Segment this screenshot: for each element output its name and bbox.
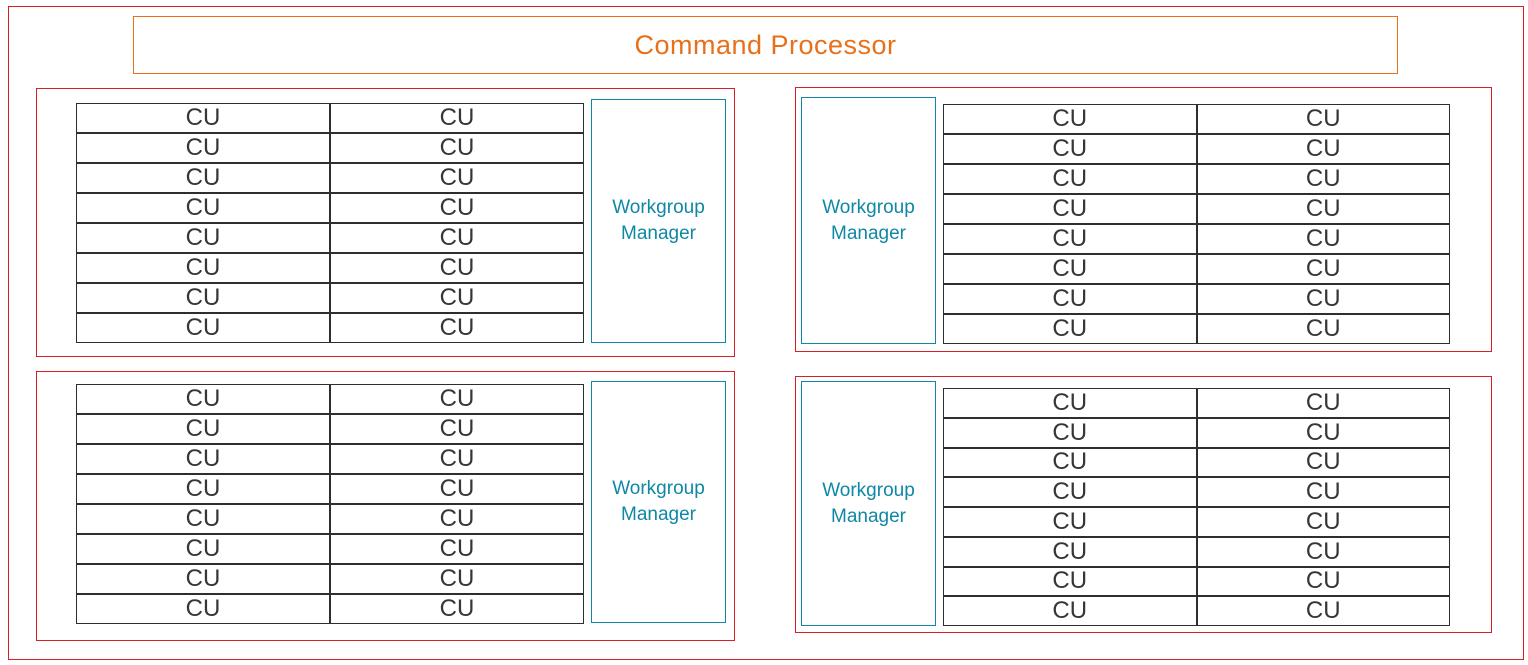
cu-cell: CU xyxy=(943,566,1197,597)
cu-cell: CU xyxy=(330,253,584,283)
cu-cell: CU xyxy=(1196,566,1450,597)
cu-cell: CU xyxy=(943,254,1197,284)
workgroup-manager-box: Workgroup Manager xyxy=(801,381,936,626)
cu-cell: CU xyxy=(76,474,330,504)
cu-cell: CU xyxy=(76,504,330,534)
workgroup-manager-box: Workgroup Manager xyxy=(801,97,936,344)
cu-cell: CU xyxy=(1196,284,1450,314)
command-processor-label: Command Processor xyxy=(634,29,897,60)
cu-cell: CU xyxy=(943,447,1197,478)
cu-cell: CU xyxy=(943,477,1197,507)
cu-cell: CU xyxy=(1196,194,1450,224)
cu-cell: CU xyxy=(943,224,1197,254)
cu-cell: CU xyxy=(943,104,1197,134)
cu-cell: CU xyxy=(1196,134,1450,164)
workgroup-manager-label: Workgroup Manager xyxy=(822,196,915,244)
cu-cell: CU xyxy=(76,313,330,343)
workgroup-manager-box: Workgroup Manager xyxy=(591,381,726,623)
cu-cell: CU xyxy=(943,388,1197,418)
cu-cell: CU xyxy=(943,536,1197,567)
cu-cell: CU xyxy=(330,133,584,163)
cu-cell: CU xyxy=(330,564,584,594)
cu-cell: CU xyxy=(330,414,584,444)
chip-outer-frame xyxy=(8,6,1524,660)
cu-cell: CU xyxy=(943,507,1197,537)
workgroup-manager-label: Workgroup Manager xyxy=(822,479,915,527)
cu-cell: CU xyxy=(76,444,330,474)
cu-cell: CU xyxy=(330,283,584,313)
cu-cell: CU xyxy=(330,223,584,253)
cu-cell: CU xyxy=(76,283,330,313)
cu-cell: CU xyxy=(1196,224,1450,254)
cu-cell: CU xyxy=(1196,314,1450,344)
workgroup-manager-label: Workgroup Manager xyxy=(612,478,705,525)
cu-cell: CU xyxy=(76,534,330,564)
cu-cell: CU xyxy=(943,417,1197,448)
cu-cell: CU xyxy=(76,193,330,223)
cu-cell: CU xyxy=(943,194,1197,224)
cu-cell: CU xyxy=(1196,536,1450,567)
cu-cell: CU xyxy=(330,594,584,624)
cu-cell: CU xyxy=(943,134,1197,164)
cu-cell: CU xyxy=(330,444,584,474)
cu-cell: CU xyxy=(330,313,584,343)
cu-cell: CU xyxy=(330,474,584,504)
cu-cell: CU xyxy=(330,384,584,414)
cu-cell: CU xyxy=(943,284,1197,314)
command-processor-box: Command Processor xyxy=(133,16,1398,74)
cu-cell: CU xyxy=(330,504,584,534)
cu-cell: CU xyxy=(330,534,584,564)
cu-cell: CU xyxy=(76,133,330,163)
cu-cell: CU xyxy=(943,164,1197,194)
cu-cell: CU xyxy=(1196,417,1450,448)
cu-cell: CU xyxy=(1196,388,1450,418)
cu-cell: CU xyxy=(76,594,330,624)
cu-cell: CU xyxy=(943,314,1197,344)
cu-cell: CU xyxy=(1196,254,1450,284)
cu-cell: CU xyxy=(76,564,330,594)
cu-cell: CU xyxy=(1196,447,1450,478)
workgroup-manager-label: Workgroup Manager xyxy=(612,197,705,244)
cu-cell: CU xyxy=(76,414,330,444)
cu-cell: CU xyxy=(330,193,584,223)
cu-cell: CU xyxy=(1196,104,1450,134)
cu-cell: CU xyxy=(76,223,330,253)
cu-cell: CU xyxy=(1196,164,1450,194)
cu-cell: CU xyxy=(1196,507,1450,537)
cu-cell: CU xyxy=(943,596,1197,626)
cu-cell: CU xyxy=(76,253,330,283)
cu-cell: CU xyxy=(330,163,584,193)
cu-cell: CU xyxy=(76,103,330,133)
cu-cell: CU xyxy=(1196,596,1450,626)
cu-cell: CU xyxy=(76,163,330,193)
cu-cell: CU xyxy=(330,103,584,133)
cu-cell: CU xyxy=(1196,477,1450,507)
workgroup-manager-box: Workgroup Manager xyxy=(591,99,726,343)
cu-cell: CU xyxy=(76,384,330,414)
